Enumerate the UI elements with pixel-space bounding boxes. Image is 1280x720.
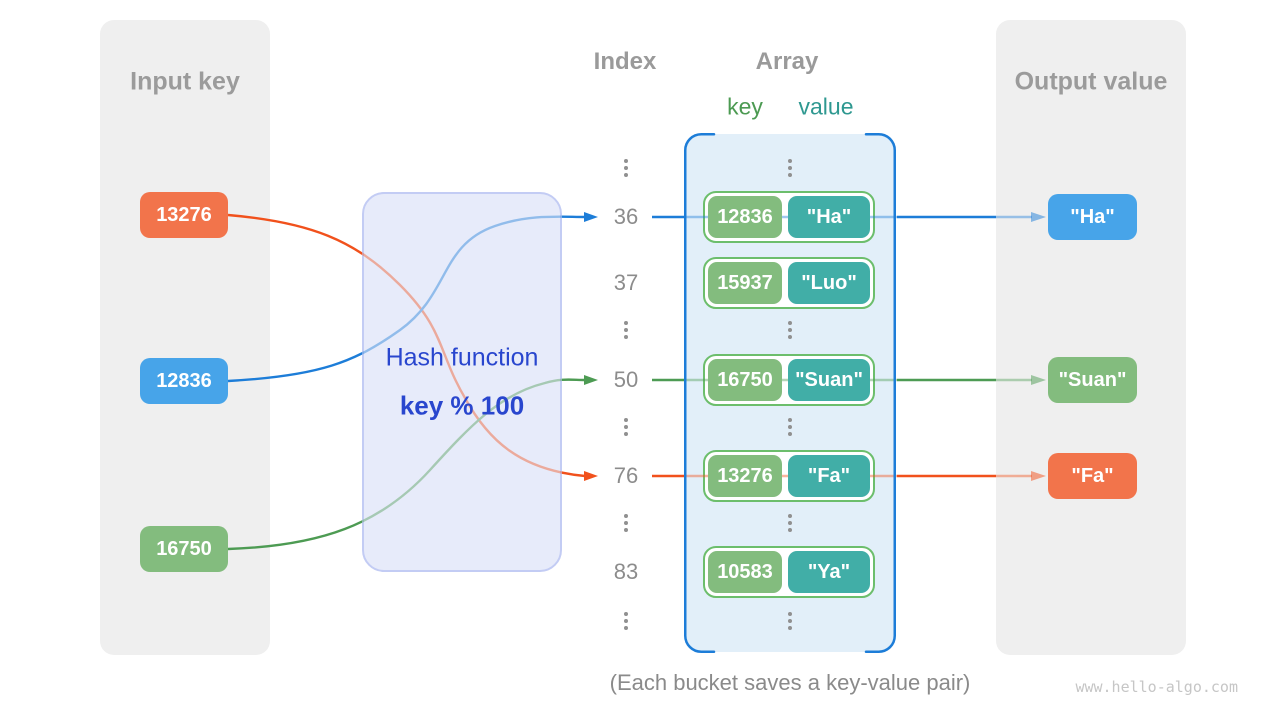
input-key-12836: 12836 xyxy=(140,358,228,404)
bucket-value: "Fa" xyxy=(788,455,870,497)
vertical-ellipsis xyxy=(624,159,628,177)
vertical-ellipsis xyxy=(788,321,792,339)
bucket-value: "Ya" xyxy=(788,551,870,593)
input-key-16750: 16750 xyxy=(140,526,228,572)
vertical-ellipsis xyxy=(624,514,628,532)
bucket-10583-ya: 10583 "Ya" xyxy=(703,546,875,598)
output-value-panel: Output value xyxy=(996,20,1186,655)
vertical-ellipsis xyxy=(624,418,628,436)
arrowhead-blue-index xyxy=(584,212,598,222)
index-83: 83 xyxy=(613,559,639,584)
array-column-header: Array xyxy=(755,48,819,75)
bucket-12836-ha: 12836 "Ha" xyxy=(703,191,875,243)
output-value-fa: "Fa" xyxy=(1048,453,1137,499)
hash-function-label: Hash function xyxy=(385,343,539,372)
index-37: 37 xyxy=(613,270,639,295)
hash-function-box xyxy=(362,192,562,572)
diagram-caption: (Each bucket saves a key-value pair) xyxy=(609,670,971,695)
arrowhead-blue-output xyxy=(1031,212,1046,222)
vertical-ellipsis xyxy=(788,418,792,436)
output-value-ha: "Ha" xyxy=(1048,194,1137,240)
vertical-ellipsis xyxy=(788,612,792,630)
bucket-13276-fa: 13276 "Fa" xyxy=(703,450,875,502)
output-panel-title: Output value xyxy=(1014,67,1168,96)
bucket-key: 13276 xyxy=(708,455,782,497)
arrowhead-orange-index xyxy=(584,471,598,481)
bucket-key: 10583 xyxy=(708,551,782,593)
bucket-value: "Suan" xyxy=(788,359,870,401)
vertical-ellipsis xyxy=(788,514,792,532)
vertical-ellipsis xyxy=(624,612,628,630)
bucket-value: "Ha" xyxy=(788,196,870,238)
output-value-suan: "Suan" xyxy=(1048,357,1137,403)
index-column-header: Index xyxy=(593,48,657,75)
key-column-header: key xyxy=(727,93,763,120)
vertical-ellipsis xyxy=(788,159,792,177)
index-50: 50 xyxy=(613,367,639,392)
bucket-key: 15937 xyxy=(708,262,782,304)
index-76: 76 xyxy=(613,463,639,488)
site-watermark: www.hello-algo.com xyxy=(1075,678,1238,696)
bucket-key: 12836 xyxy=(708,196,782,238)
value-column-header: value xyxy=(798,93,854,120)
index-36: 36 xyxy=(613,204,639,229)
input-key-13276: 13276 xyxy=(140,192,228,238)
bucket-value: "Luo" xyxy=(788,262,870,304)
input-panel-title: Input key xyxy=(130,67,240,96)
bucket-key: 16750 xyxy=(708,359,782,401)
arrowhead-green-output xyxy=(1031,375,1046,385)
vertical-ellipsis xyxy=(624,321,628,339)
bucket-15937-luo: 15937 "Luo" xyxy=(703,257,875,309)
arrowhead-green-index xyxy=(584,375,598,385)
bucket-16750-suan: 16750 "Suan" xyxy=(703,354,875,406)
hash-function-formula: key % 100 xyxy=(399,390,525,421)
arrowhead-orange-output xyxy=(1031,471,1046,481)
